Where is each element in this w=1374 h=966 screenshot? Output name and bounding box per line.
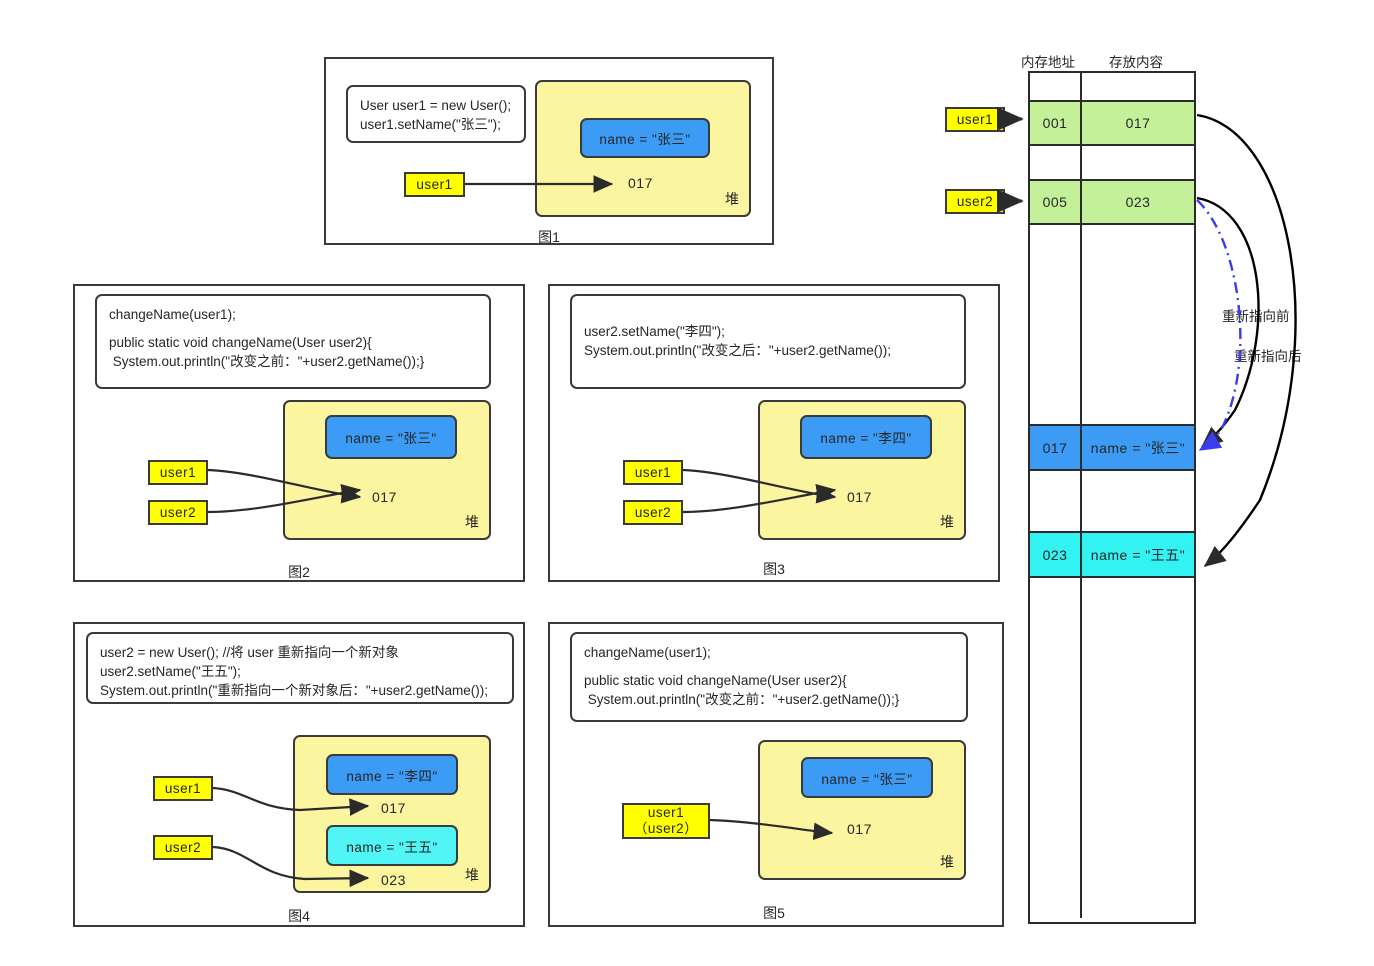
panel-caption-1: 图1 [538, 229, 560, 245]
variable-label: user1 [634, 464, 672, 480]
code-line: System.out.println("重新指向一个新对象后："+user2.g… [100, 683, 489, 699]
memory-address-cell [1030, 73, 1082, 100]
code-line: user1.setName("张三"); [360, 117, 501, 133]
variable-label: user1 [164, 780, 202, 796]
heap-object-address-1: 017 [628, 175, 653, 191]
code-line: user2.setName("李四"); [584, 324, 725, 339]
code-line: User user1 = new User(); [360, 98, 512, 113]
variable-label: user1 [647, 805, 685, 821]
variable-label-alias: （user2） [633, 821, 699, 836]
memory-address-cell [1030, 225, 1082, 424]
heap-object-address-2: 017 [372, 489, 397, 505]
memory-row: 005 023 [1030, 179, 1194, 225]
variable-chip-user1-4: user1 [153, 776, 213, 801]
variable-chip-user1-3: user1 [623, 460, 683, 485]
code-box-2: changeName(user1); public static void cha… [95, 294, 491, 389]
heap-object-4b: name = "王五" [326, 825, 458, 866]
code-line: user2 = new User(); //将 user 重新指向一个新对象 [100, 645, 399, 660]
heap-object-address-5: 017 [847, 821, 872, 837]
variable-label: user1 [416, 176, 453, 192]
memory-row [1030, 471, 1194, 531]
memory-value-cell [1082, 471, 1194, 531]
memory-value-cell [1082, 225, 1194, 424]
panel-caption-2: 图2 [288, 564, 310, 580]
memory-row [1030, 225, 1194, 424]
heap-object-1: name = "张三" [580, 118, 710, 158]
variable-label: user1 [159, 464, 197, 480]
code-box-4: user2 = new User(); //将 user 重新指向一个新对象 u… [86, 632, 514, 704]
heap-object-3: name = "李四" [800, 415, 932, 459]
code-line: changeName(user1); [584, 645, 711, 660]
variable-label: user1 [956, 111, 994, 127]
memory-row: 017 name = "张三" [1030, 424, 1194, 471]
heap-object-4a: name = "李四" [326, 754, 458, 795]
code-line: public static void changeName(User user2… [109, 335, 372, 351]
heap-object-address-3: 017 [847, 489, 872, 505]
memory-address-cell [1030, 578, 1082, 918]
variable-chip-user1-1: user1 [404, 172, 465, 197]
code-line: changeName(user1); [109, 307, 236, 322]
memory-header-content: 存放内容 [1109, 55, 1163, 70]
heap-object-address-4a: 017 [381, 800, 406, 816]
variable-chip-user1-2: user1 [148, 460, 208, 485]
memory-pointer-chip-user1: user1 [945, 107, 1005, 132]
heap-label: 堆 [940, 854, 954, 870]
heap-label: 堆 [725, 191, 739, 207]
arrow-memory-repoint-before [1196, 199, 1242, 452]
code-box-5: changeName(user1); public static void cha… [570, 632, 968, 722]
variable-chip-user2-3: user2 [623, 500, 683, 525]
memory-value-cell [1082, 146, 1194, 179]
code-box-1: User user1 = new User(); user1.setName("… [346, 85, 526, 143]
code-line: public static void changeName(User user2… [584, 673, 847, 689]
memory-row: 023 name = "王五" [1030, 531, 1194, 578]
memory-header-address: 内存地址 [1021, 55, 1075, 70]
memory-address-cell [1030, 146, 1082, 179]
memory-value-cell [1082, 578, 1194, 918]
panel-caption-3: 图3 [763, 561, 785, 577]
memory-value-cell: 017 [1082, 100, 1194, 146]
heap-label: 堆 [465, 867, 479, 883]
heap-label: 堆 [465, 514, 479, 530]
variable-label: user2 [956, 193, 994, 209]
heap-object-address-4b: 023 [381, 872, 406, 888]
code-line: System.out.println("改变之后："+user2.getName… [584, 343, 892, 359]
panel-caption-4: 图4 [288, 908, 310, 924]
variable-chip-user2-4: user2 [153, 835, 213, 860]
memory-address-cell: 005 [1030, 179, 1082, 225]
memory-address-cell: 017 [1030, 424, 1082, 471]
memory-value-cell [1082, 73, 1194, 100]
variable-chip-user1-5: user1 （user2） [622, 803, 710, 839]
memory-address-cell: 001 [1030, 100, 1082, 146]
memory-value-cell: name = "张三" [1082, 424, 1194, 471]
memory-address-cell [1030, 471, 1082, 531]
memory-table: 001 017 005 023 017 name = "张三" 023 name… [1028, 71, 1196, 924]
variable-label: user2 [164, 839, 202, 855]
heap-object-5: name = "张三" [801, 757, 933, 798]
variable-label: user2 [634, 504, 672, 520]
memory-value-cell: 023 [1082, 179, 1194, 225]
memory-row [1030, 578, 1194, 918]
curve-label-after: 重新指向后 [1234, 349, 1302, 364]
panel-caption-5: 图5 [763, 905, 785, 921]
memory-value-cell: name = "王五" [1082, 531, 1194, 578]
heap-label: 堆 [940, 514, 954, 530]
curve-label-before: 重新指向前 [1222, 309, 1290, 324]
memory-pointer-chip-user2: user2 [945, 189, 1005, 214]
code-line: user2.setName("王五"); [100, 664, 241, 680]
memory-row [1030, 146, 1194, 179]
memory-row: 001 017 [1030, 100, 1194, 146]
heap-object-2: name = "张三" [325, 415, 457, 459]
variable-chip-user2-2: user2 [148, 500, 208, 525]
memory-row [1030, 73, 1194, 100]
code-line: System.out.println("改变之前："+user2.getName… [109, 354, 425, 370]
arrow-memory-001-to-023 [1196, 113, 1297, 567]
memory-address-cell: 023 [1030, 531, 1082, 578]
code-box-3: user2.setName("李四"); System.out.println(… [570, 294, 966, 389]
variable-label: user2 [159, 504, 197, 520]
code-line: System.out.println("改变之前："+user2.getName… [584, 692, 900, 708]
